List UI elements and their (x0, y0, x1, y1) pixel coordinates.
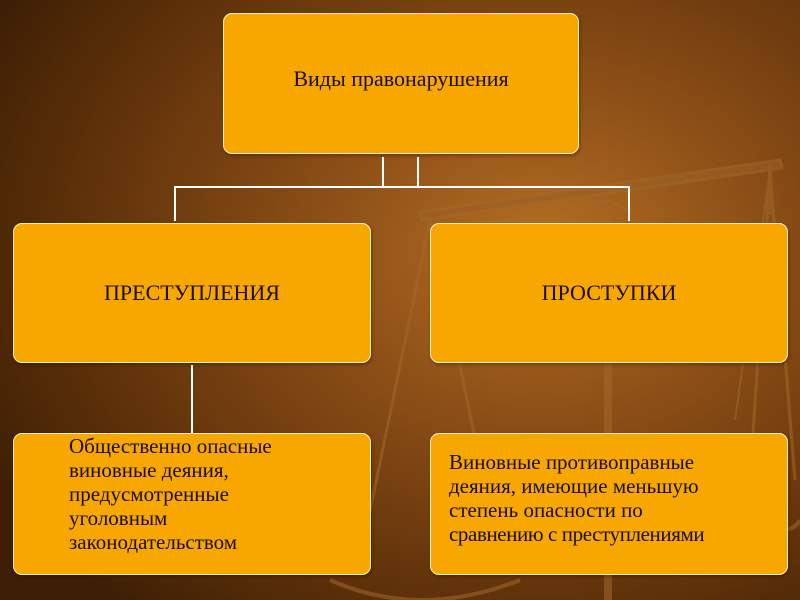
connector-left-lower (191, 365, 193, 433)
misdemeanors-description-line: степень опасности по (449, 498, 643, 522)
node-misdemeanors: ПРОСТУПКИ (430, 223, 788, 363)
crimes-description-line: виновные деяния, (69, 458, 229, 482)
root-node-label: Виды правонарушения (293, 65, 509, 91)
crimes-description: Общественно опасные виновные деяния, пре… (13, 433, 371, 575)
root-node: Виды правонарушения (223, 13, 579, 154)
crimes-description-line: уголовным (69, 506, 168, 530)
crimes-description-line: Общественно опасные (69, 434, 272, 458)
misdemeanors-description-line: Виновные противоправные (449, 450, 695, 474)
connector-horizontal (174, 186, 630, 188)
node-misdemeanors-label: ПРОСТУПКИ (541, 280, 677, 305)
connector-right-drop (628, 186, 630, 221)
node-crimes: ПРЕСТУПЛЕНИЯ (13, 223, 371, 363)
node-crimes-label: ПРЕСТУПЛЕНИЯ (104, 280, 280, 305)
crimes-description-line: законодательством (69, 530, 238, 554)
connector-root-right (417, 157, 419, 188)
misdemeanors-description-line: сравнению с преступлениями (449, 522, 705, 546)
misdemeanors-description-line: деяния, имеющие меньшую (449, 474, 699, 498)
connector-left-drop (174, 186, 176, 221)
misdemeanors-description: Виновные противоправные деяния, имеющие … (430, 433, 788, 575)
connector-root-left (382, 157, 384, 188)
crimes-description-line: предусмотренные (69, 482, 229, 506)
